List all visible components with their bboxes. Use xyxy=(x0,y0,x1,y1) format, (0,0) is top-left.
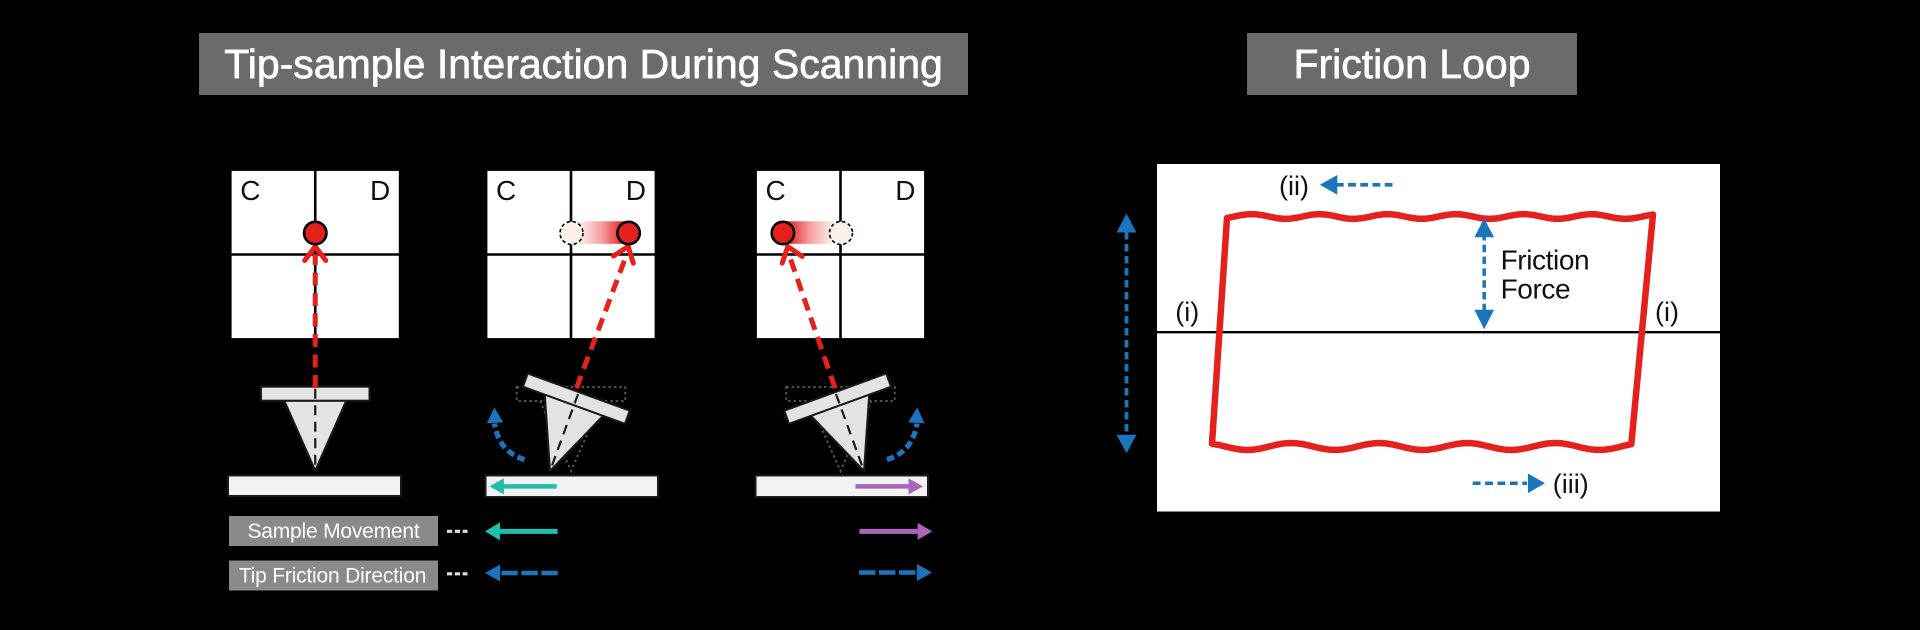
svg-text:Friction Loop: Friction Loop xyxy=(1293,41,1530,87)
svg-text:Friction: Friction xyxy=(1501,244,1590,275)
svg-text:C: C xyxy=(240,175,260,206)
svg-text:Tip-sample Interaction During: Tip-sample Interaction During Scanning xyxy=(224,41,943,87)
svg-text:(iii): (iii) xyxy=(1553,469,1589,499)
svg-text:D: D xyxy=(626,175,646,206)
svg-text:Tip Friction Direction: Tip Friction Direction xyxy=(239,565,426,588)
svg-text:C: C xyxy=(766,175,786,206)
svg-text:(i): (i) xyxy=(1175,297,1199,327)
svg-text:(i): (i) xyxy=(1655,297,1679,327)
svg-text:Force: Force xyxy=(1501,273,1571,304)
svg-text:D: D xyxy=(895,175,915,206)
svg-text:(ii): (ii) xyxy=(1279,171,1309,201)
svg-text:Sample Movement: Sample Movement xyxy=(247,520,419,543)
svg-text:C: C xyxy=(496,175,516,206)
svg-text:D: D xyxy=(370,175,390,206)
